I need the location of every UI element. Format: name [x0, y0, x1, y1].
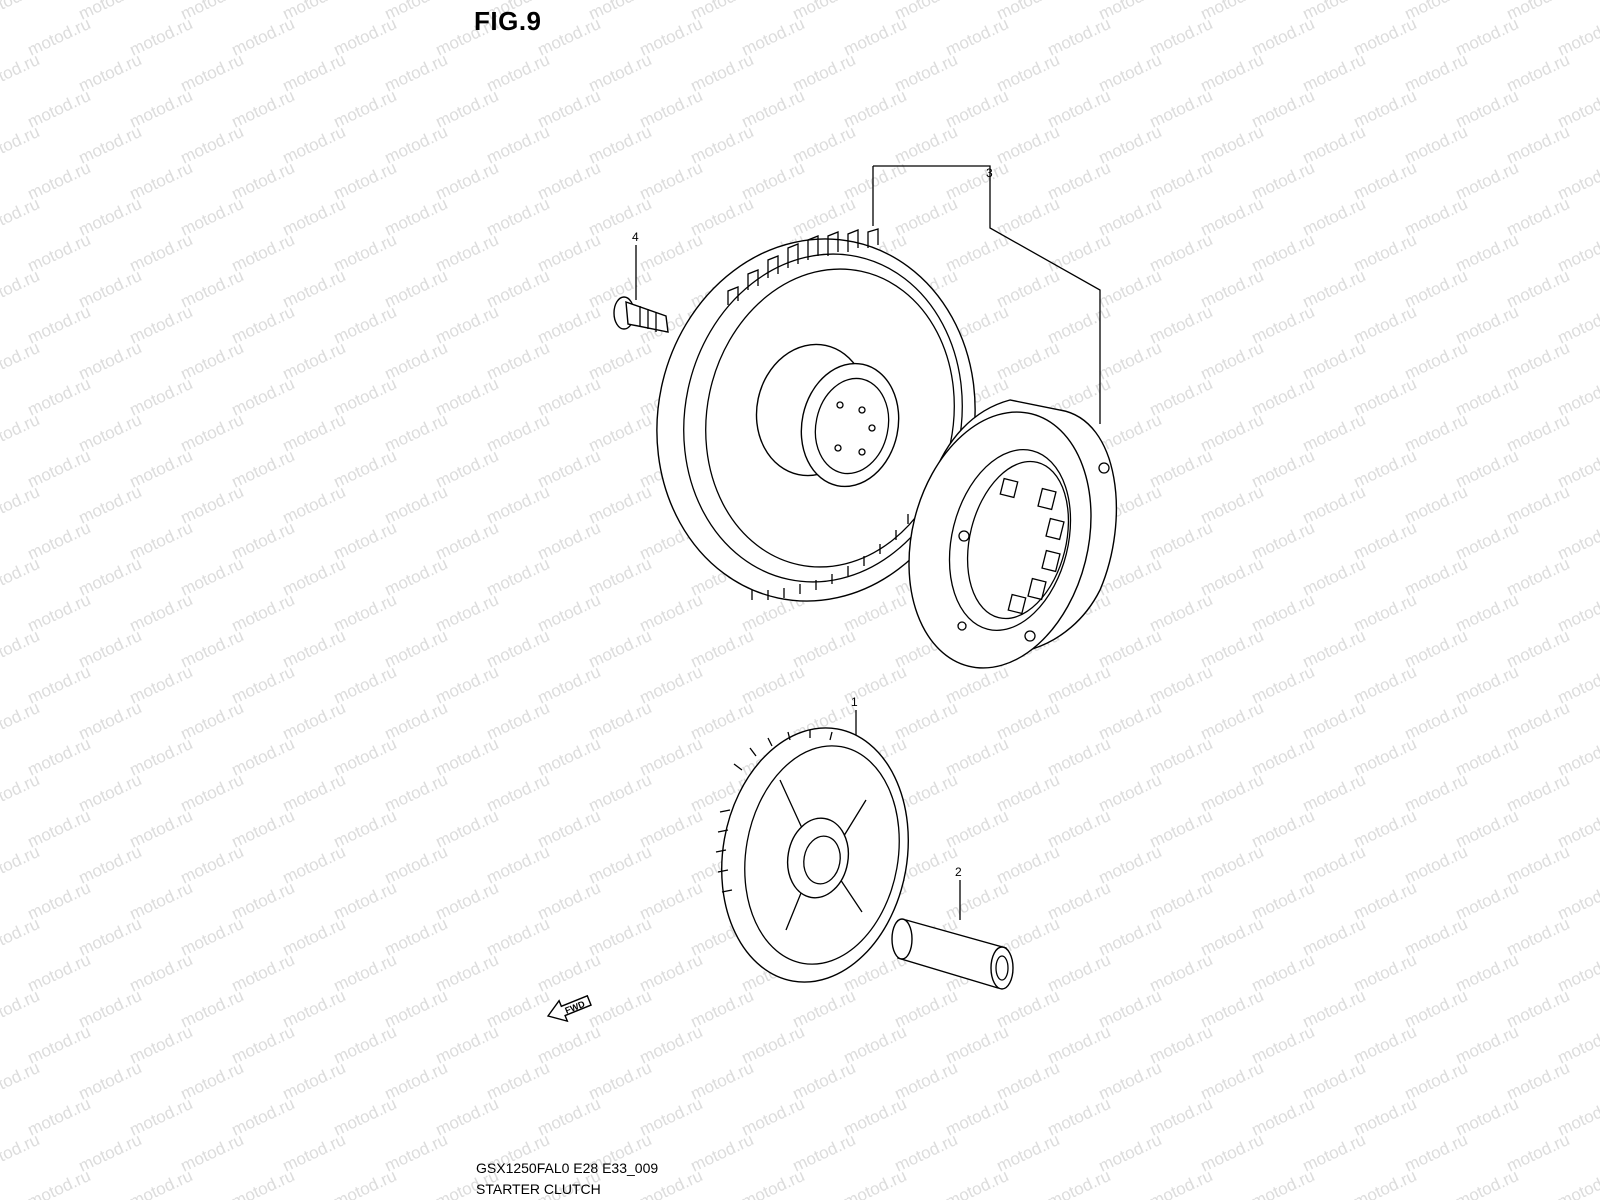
idle-gear-part-1 — [715, 710, 909, 983]
callout-1: 1 — [851, 695, 858, 709]
figure-code: GSX1250FAL0 E28 E33_009 — [476, 1160, 659, 1176]
bolt-part-4 — [613, 245, 669, 333]
callout-3: 3 — [986, 166, 993, 180]
gear-teeth-bottom — [751, 514, 909, 600]
fwd-label: FWD — [564, 999, 587, 1016]
fwd-arrow-icon: FWD — [546, 994, 592, 1023]
starter-driven-gear — [656, 228, 976, 602]
figure-title: FIG.9 — [474, 6, 542, 36]
clutch-rollers — [999, 477, 1065, 615]
figure-name: STARTER CLUTCH — [476, 1181, 601, 1197]
idle-gear-shaft-part-2 — [891, 880, 1014, 990]
one-way-clutch — [908, 399, 1118, 669]
callout-2: 2 — [955, 865, 962, 879]
gear-teeth-top — [727, 228, 879, 305]
callout-3-leader — [872, 165, 1101, 424]
callout-4: 4 — [632, 230, 639, 244]
